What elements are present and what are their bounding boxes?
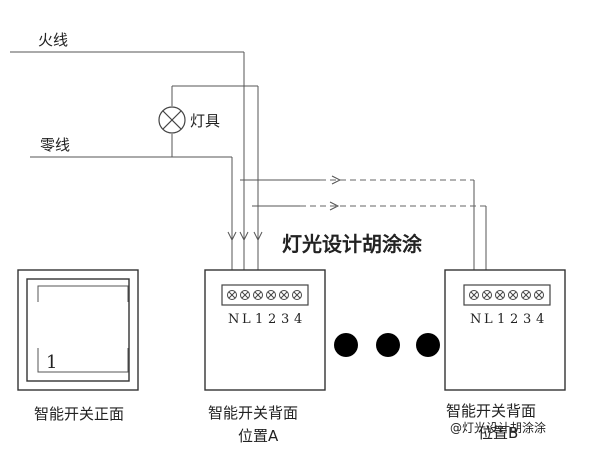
back-a-terminal-labels: N L 1 2 3 4 [228, 312, 302, 327]
arrow-1 [253, 231, 263, 242]
back-a-caption-line1: 智能开关背面 [208, 404, 298, 422]
back-b-terminal-n: N [470, 312, 481, 327]
watermark-center: 灯光设计胡涂涂 [282, 232, 423, 256]
back-b-terminal-4: 4 [536, 312, 544, 327]
dot-2 [376, 333, 400, 357]
front-panel-number: 1 [46, 352, 57, 373]
back-a-terminal-1: 1 [255, 312, 263, 327]
arrow-l [239, 231, 249, 242]
back-b-terminal-3: 3 [523, 312, 531, 327]
front-panel-caption: 智能开关正面 [34, 405, 124, 423]
switch-front-panel: 1 [17, 269, 139, 391]
ellipsis-dots [334, 333, 440, 357]
front-panel-face [26, 278, 130, 382]
dot-3 [416, 333, 440, 357]
lamp-symbol [158, 106, 186, 134]
back-b-terminal-l: L [484, 312, 493, 327]
back-a-terminal-n: N [228, 312, 239, 327]
back-a-terminal-l: L [242, 312, 251, 327]
switch-back-b: N L 1 2 3 4 [444, 269, 566, 391]
dot-1 [334, 333, 358, 357]
watermark-corner: @灯光设计胡涂涂 [450, 420, 546, 435]
back-b-terminal-block [463, 284, 551, 306]
back-a-terminal-2: 2 [268, 312, 276, 327]
lamp-label: 灯具 [190, 112, 220, 130]
back-a-caption-line2: 位置A [238, 427, 279, 445]
arrow-b-bottom [329, 201, 340, 211]
arrow-b-top [331, 175, 342, 185]
back-b-terminal-labels: N L 1 2 3 4 [470, 312, 544, 327]
neutral-wire-label: 零线 [40, 136, 70, 154]
back-b-terminal-2: 2 [510, 312, 518, 327]
back-b-caption-line2: 位置B [478, 424, 518, 442]
switch-back-a: N L 1 2 3 4 [204, 269, 326, 391]
back-b-caption-line1: 智能开关背面 [446, 402, 536, 420]
back-a-terminal-4: 4 [294, 312, 302, 327]
back-a-screws [227, 290, 302, 300]
back-b-terminal-1: 1 [497, 312, 505, 327]
live-wire-label: 火线 [38, 31, 68, 49]
back-a-terminal-block [221, 284, 309, 306]
back-b-screws [469, 290, 544, 300]
back-a-terminal-3: 3 [281, 312, 289, 327]
arrow-n [227, 231, 237, 242]
